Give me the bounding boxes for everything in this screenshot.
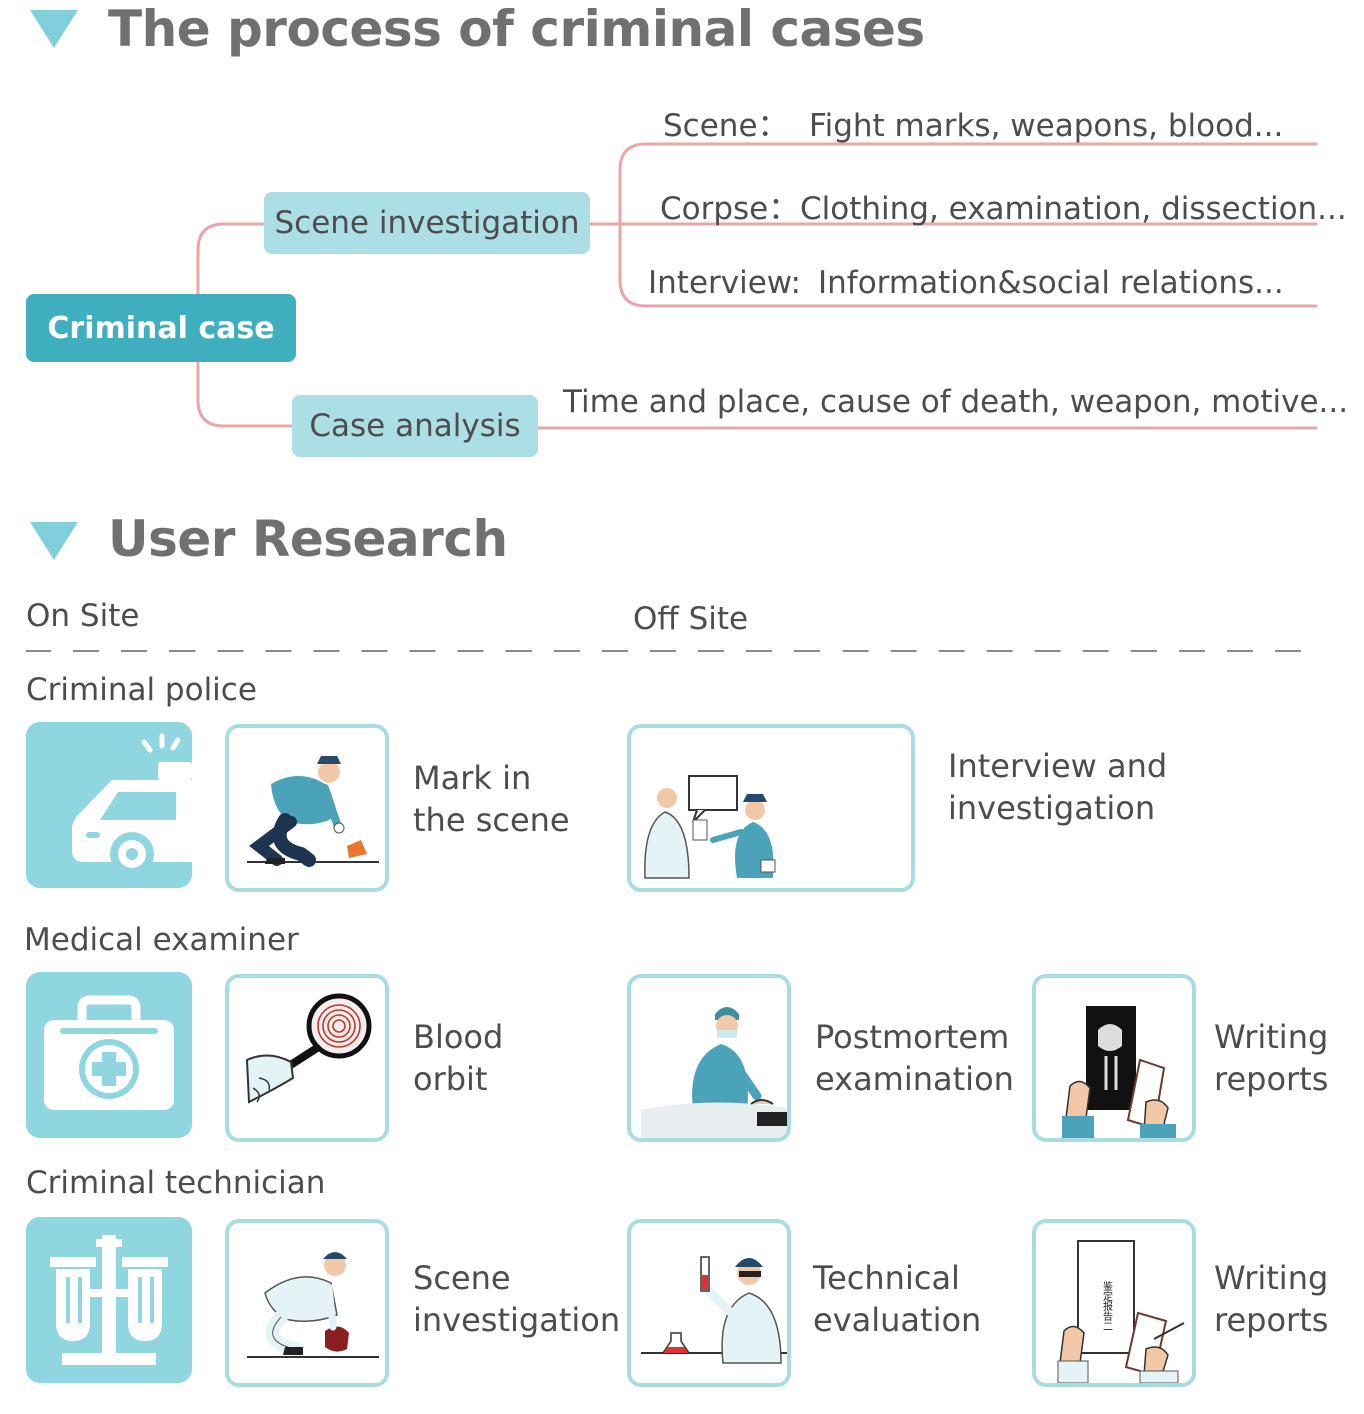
activity-label: Blood orbit — [413, 1018, 504, 1098]
research-title: User Research — [108, 510, 508, 568]
connector-root-analysis — [196, 360, 294, 428]
connector-scene-interview — [618, 222, 1318, 308]
role-label-criminal-technician: Criminal technician — [26, 1165, 326, 1201]
activity-label: Technical evaluation — [813, 1259, 982, 1339]
police-car-icon — [26, 722, 192, 888]
lab-equipment-icon — [26, 1217, 192, 1383]
divider-dashed — [26, 650, 1318, 652]
leaf-corpse: Corpse：Clothing, examination, dissection… — [660, 183, 1347, 228]
leaf-text: Time and place, cause of death, weapon, … — [563, 384, 1349, 420]
branch-node-case-analysis: Case analysis — [292, 395, 538, 457]
leaf-scene: Scene： Fight marks, weapons, blood... — [663, 100, 1283, 145]
illustration-report-clipboard: 鉴定报告二 — [1032, 1219, 1196, 1387]
leaf-text: Information&social relations... — [818, 265, 1284, 301]
leaf-key: Corpse： — [660, 191, 800, 227]
leaf-analysis: Time and place, cause of death, weapon, … — [563, 384, 1348, 420]
activity-label: Scene investigation — [413, 1259, 621, 1339]
illustration-lab-test-tube — [627, 1219, 791, 1387]
illustration-technician-collecting — [225, 1219, 389, 1387]
document-text: 鉴定报告二 — [1101, 1280, 1113, 1331]
illustration-interview — [627, 724, 915, 892]
illustration-xray-clipboard — [1032, 974, 1196, 1142]
activity-label: Mark in the scene — [413, 759, 570, 839]
process-title: The process of criminal cases — [108, 0, 925, 58]
leaf-interview: Interview: Information&social relations..… — [648, 265, 1284, 301]
leaf-key: Scene： — [663, 108, 789, 144]
leaf-text: Fight marks, weapons, blood... — [809, 108, 1284, 144]
connector-root-scene — [196, 222, 266, 296]
activity-label: Postmortem examination — [815, 1018, 1014, 1098]
illustration-postmortem — [627, 974, 791, 1142]
illustration-fingerprint-magnifier — [225, 974, 389, 1142]
off-site-label: Off Site — [633, 601, 749, 637]
on-site-label: On Site — [26, 598, 140, 634]
activity-label: Writing reports — [1214, 1018, 1329, 1098]
activity-label: Interview and investigation — [948, 747, 1168, 827]
section-marker-icon — [30, 10, 78, 48]
root-node-criminal-case: Criminal case — [26, 294, 296, 362]
leaf-text: Clothing, examination, dissection... — [800, 191, 1347, 227]
illustration-officer-marking — [225, 724, 389, 892]
medical-kit-icon — [26, 972, 192, 1138]
activity-label: Writing reports — [1214, 1259, 1329, 1339]
connector-scene-scene — [588, 142, 1318, 226]
branch-node-scene-investigation: Scene investigation — [264, 192, 590, 254]
role-label-medical-examiner: Medical examiner — [24, 922, 299, 958]
section-marker-icon — [30, 522, 78, 560]
leaf-key: Interview: — [648, 265, 801, 301]
role-label-criminal-police: Criminal police — [26, 672, 257, 708]
tree-connectors — [196, 142, 1318, 430]
